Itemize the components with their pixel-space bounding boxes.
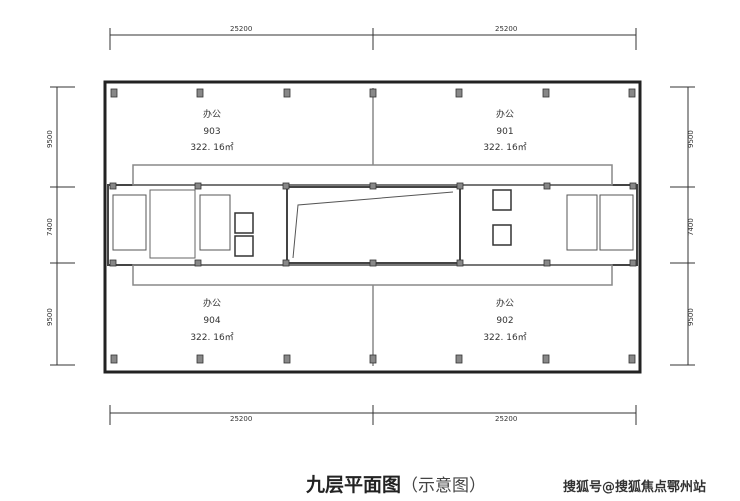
- unit-use: 办公: [496, 108, 514, 120]
- unit-904: 办公 904 322. 16㎡: [190, 297, 233, 343]
- title-sub: （示意图）: [401, 476, 487, 496]
- plan-title: 九层平面图（示意图）: [306, 470, 486, 497]
- unit-number: 904: [203, 316, 220, 326]
- unit-area: 322. 16㎡: [483, 142, 526, 153]
- dim-top-right: 25200: [495, 25, 517, 33]
- dim-bottom-left: 25200: [230, 415, 252, 423]
- unit-number: 902: [496, 316, 513, 326]
- unit-number: 903: [203, 127, 220, 137]
- dimension-lines: [50, 28, 695, 425]
- unit-area: 322. 16㎡: [190, 142, 233, 153]
- unit-902: 办公 902 322. 16㎡: [483, 297, 526, 343]
- dim-left-2: 7400: [46, 218, 54, 236]
- dim-bottom-right: 25200: [495, 415, 517, 423]
- dim-top-left: 25200: [230, 25, 252, 33]
- dim-left-1: 9500: [46, 130, 54, 148]
- unit-number: 901: [496, 127, 513, 137]
- unit-use: 办公: [203, 297, 221, 309]
- dim-right-1: 9500: [687, 130, 695, 148]
- watermark: 搜狐号@搜狐焦点鄂州站: [563, 480, 707, 495]
- unit-use: 办公: [203, 108, 221, 120]
- dim-right-3: 9500: [687, 308, 695, 326]
- unit-901: 办公 901 322. 16㎡: [483, 108, 526, 153]
- unit-area: 322. 16㎡: [190, 332, 233, 343]
- unit-903: 办公 903 322. 16㎡: [190, 108, 233, 153]
- dim-left-3: 9500: [46, 308, 54, 326]
- dim-right-2: 7400: [687, 218, 695, 236]
- columns: [109, 88, 637, 364]
- building-walls: [103, 80, 642, 374]
- unit-use: 办公: [496, 297, 514, 309]
- title-main: 九层平面图: [306, 474, 402, 496]
- unit-area: 322. 16㎡: [483, 332, 526, 343]
